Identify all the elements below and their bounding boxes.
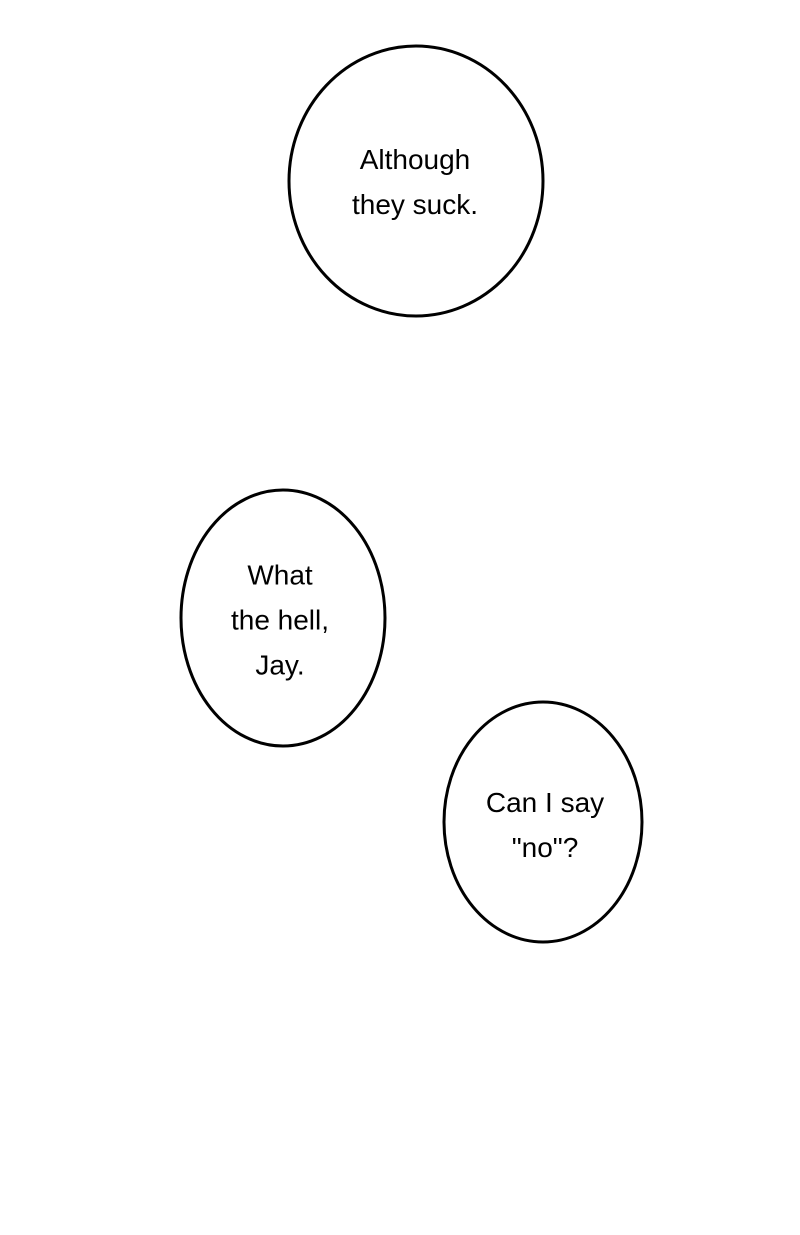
dialogue-line: the hell, [230, 604, 330, 636]
dialogue-line: What [247, 559, 313, 591]
speech-bubble-3-text: Can I say "no"? [486, 780, 604, 870]
dialogue-line: "no"? [511, 832, 579, 863]
speech-bubble-2-text: What the hell, Jay. [231, 553, 329, 688]
dialogue-line: Jay. [255, 649, 305, 681]
dialogue-line: Although [359, 144, 471, 175]
speech-bubble-1 [287, 44, 545, 318]
speech-bubble-2 [179, 488, 387, 748]
speech-bubble-1-text: Although they suck. [352, 137, 478, 227]
dialogue-line: Can I say [485, 787, 605, 818]
speech-bubble-3 [442, 700, 644, 944]
dialogue-line: they suck. [351, 189, 479, 220]
